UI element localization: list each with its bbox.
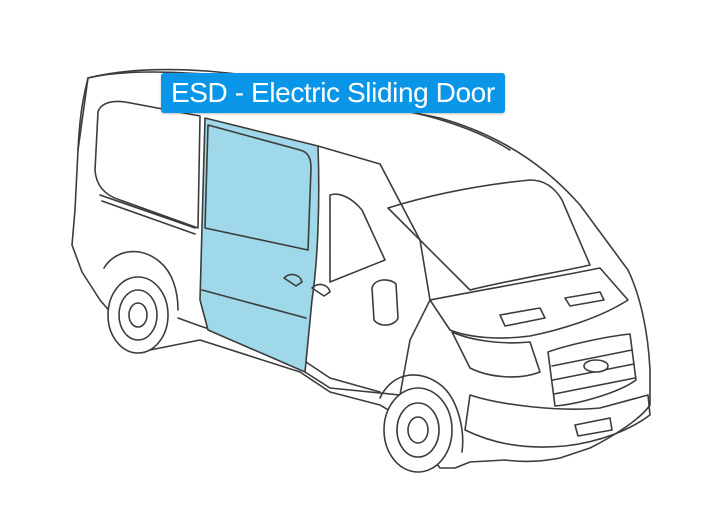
front-wheel-arch <box>379 374 464 453</box>
sliding-door-highlight <box>199 117 320 373</box>
windshield <box>387 179 591 291</box>
rear-wheel-hub <box>128 302 148 328</box>
side-rub-strip-lower <box>101 200 196 235</box>
front-door-outline <box>304 145 431 396</box>
front-door-window <box>329 193 386 283</box>
rear-wheel-arch <box>103 250 179 311</box>
rear-side-window <box>94 100 201 229</box>
side-mirror <box>371 279 399 326</box>
sliding-door-handle <box>283 273 303 287</box>
rear-wheel <box>107 276 169 354</box>
grille-bar-3 <box>553 377 636 395</box>
callout-label: ESD - Electric Sliding Door <box>161 73 505 113</box>
fog-lamp <box>574 417 613 437</box>
roof-rear-edge <box>77 77 89 151</box>
front-wheel-rim <box>396 402 440 458</box>
rear-wheel-rim <box>118 289 158 341</box>
front-wheel-hub <box>407 416 429 444</box>
hood-vent-right <box>564 291 605 307</box>
grille-bar-1 <box>551 349 633 367</box>
front-door-handle <box>311 283 331 297</box>
hood <box>429 267 629 339</box>
sliding-door-window <box>204 124 312 251</box>
front-wheel <box>383 387 453 473</box>
hood-vent-left <box>499 307 546 327</box>
sliding-door-crease <box>201 289 307 319</box>
front-badge <box>583 359 609 373</box>
side-rub-strip <box>99 194 196 229</box>
headlight <box>451 331 541 378</box>
front-bumper <box>464 394 651 448</box>
